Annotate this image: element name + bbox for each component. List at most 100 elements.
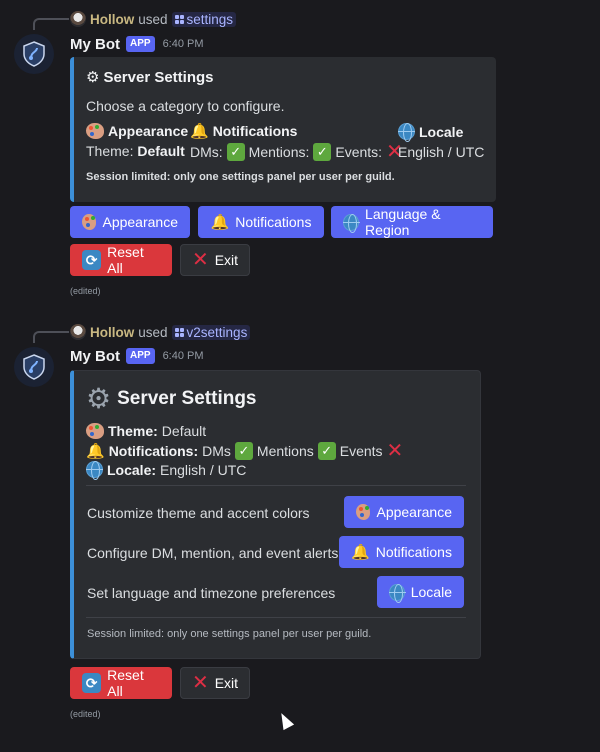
bot-name[interactable]: My Bot bbox=[70, 347, 120, 365]
field-appearance: Appearance Theme: Default bbox=[86, 123, 188, 159]
notifications-button-label: Notifications bbox=[375, 544, 452, 560]
events-label: Events: bbox=[335, 144, 383, 160]
bot-avatar[interactable] bbox=[14, 34, 54, 74]
appearance-button-label: Appearance bbox=[102, 214, 178, 230]
refresh-icon: ⟳ bbox=[82, 673, 102, 693]
field-locale-name: Locale bbox=[419, 123, 464, 140]
embed-title: ⚙ Server Settings bbox=[86, 69, 214, 86]
mentions-label: Mentions: bbox=[248, 144, 310, 160]
reply-username[interactable]: Hollow bbox=[90, 11, 135, 27]
locale-button-label: Locale bbox=[410, 584, 452, 600]
reply-connector bbox=[33, 331, 69, 343]
section-locale-text: Set language and timezone preferences bbox=[87, 585, 336, 601]
mentions-label: Mentions bbox=[256, 443, 314, 459]
palette-icon bbox=[86, 123, 104, 139]
message-header: My Bot APP 6:40 PM bbox=[70, 34, 204, 54]
notifications-button[interactable]: 🔔 Notifications bbox=[198, 206, 324, 238]
close-icon: ✕ bbox=[191, 249, 209, 271]
user-avatar[interactable] bbox=[70, 324, 86, 340]
reply-used-text: used bbox=[138, 11, 168, 27]
reply-username[interactable]: Hollow bbox=[90, 324, 135, 340]
notifications-line: 🔔 Notifications: DMs ✓ Mentions ✓ Events… bbox=[86, 440, 404, 462]
check-icon: ✓ bbox=[226, 143, 245, 161]
exit-button[interactable]: ✕ Exit bbox=[180, 667, 250, 699]
locale-value: English / UTC bbox=[160, 461, 247, 478]
app-badge: APP bbox=[126, 348, 155, 364]
command-icon bbox=[174, 327, 184, 337]
embed-title-text: Server Settings bbox=[103, 69, 214, 86]
reset-all-button-label: Reset All bbox=[107, 244, 144, 276]
globe-icon bbox=[86, 461, 103, 480]
slash-command-mention[interactable]: settings bbox=[171, 11, 237, 27]
globe-icon bbox=[343, 213, 361, 233]
notifications-button-label: Notifications bbox=[235, 214, 312, 230]
language-region-button[interactable]: Language & Region bbox=[331, 206, 493, 238]
exit-button-label: Exit bbox=[214, 675, 239, 691]
user-avatar[interactable] bbox=[70, 11, 86, 27]
edited-label: (edited) bbox=[70, 286, 101, 296]
settings-container: ⚙ Server Settings Theme: Default 🔔 Notif… bbox=[70, 370, 481, 659]
dms-label: DMs bbox=[202, 443, 231, 459]
theme-value: Default bbox=[161, 423, 207, 439]
command-name: v2settings bbox=[186, 324, 248, 340]
bell-icon: 🔔 bbox=[190, 121, 209, 140]
command-name: settings bbox=[186, 11, 234, 27]
globe-icon bbox=[398, 123, 415, 142]
settings-embed: ⚙ Server Settings Choose a category to c… bbox=[70, 57, 496, 202]
check-icon: ✓ bbox=[234, 442, 253, 460]
reply-context[interactable]: Hollow used settings bbox=[70, 9, 237, 29]
palette-icon bbox=[86, 423, 104, 439]
notifications-label: Notifications: bbox=[108, 443, 199, 459]
notifications-button[interactable]: 🔔 Notifications bbox=[339, 536, 464, 568]
edited-label: (edited) bbox=[70, 709, 101, 719]
locale-line: Locale: English / UTC bbox=[86, 461, 247, 480]
bell-icon: 🔔 bbox=[86, 441, 105, 460]
message-settings: Hollow used settings My Bot APP 6:40 PM … bbox=[0, 0, 600, 300]
reset-all-button[interactable]: ⟳ Reset All bbox=[70, 667, 172, 699]
app-badge: APP bbox=[126, 36, 155, 52]
reply-used-text: used bbox=[138, 324, 168, 340]
cross-icon: ✕ bbox=[386, 440, 404, 462]
container-title: ⚙ Server Settings bbox=[86, 385, 257, 413]
container-title-text: Server Settings bbox=[117, 388, 257, 409]
theme-label: Theme: bbox=[86, 143, 134, 159]
theme-value: Default bbox=[137, 143, 185, 159]
globe-icon bbox=[389, 583, 406, 603]
reset-all-button[interactable]: ⟳ Reset All bbox=[70, 244, 172, 276]
divider bbox=[86, 485, 466, 486]
locale-button[interactable]: Locale bbox=[377, 576, 464, 608]
events-label: Events bbox=[339, 443, 383, 459]
divider bbox=[86, 617, 466, 618]
shield-icon bbox=[23, 354, 45, 380]
reply-connector bbox=[33, 18, 69, 30]
container-footer: Session limited: only one settings panel… bbox=[87, 628, 372, 640]
exit-button-label: Exit bbox=[214, 252, 239, 268]
gear-icon: ⚙ bbox=[86, 383, 112, 414]
reply-context[interactable]: Hollow used v2settings bbox=[70, 322, 251, 342]
locale-value: English / UTC bbox=[398, 144, 485, 160]
theme-label: Theme: bbox=[108, 423, 158, 439]
theme-line: Theme: Default bbox=[86, 423, 206, 439]
appearance-button[interactable]: Appearance bbox=[70, 206, 190, 238]
appearance-button[interactable]: Appearance bbox=[344, 496, 464, 528]
locale-label: Locale: bbox=[107, 461, 157, 478]
close-icon: ✕ bbox=[191, 672, 209, 694]
embed-description: Choose a category to configure. bbox=[86, 98, 285, 114]
slash-command-mention[interactable]: v2settings bbox=[171, 324, 251, 340]
bot-avatar[interactable] bbox=[14, 347, 54, 387]
section-notifications-text: Configure DM, mention, and event alerts bbox=[87, 545, 339, 561]
timestamp: 6:40 PM bbox=[162, 38, 204, 50]
section-appearance-text: Customize theme and accent colors bbox=[87, 505, 310, 521]
appearance-button-label: Appearance bbox=[376, 504, 452, 520]
shield-icon bbox=[23, 41, 45, 67]
bell-icon: 🔔 bbox=[210, 212, 230, 231]
field-notifications: 🔔 Notifications DMs: ✓ Mentions: ✓ Event… bbox=[190, 121, 403, 162]
palette-icon bbox=[356, 504, 371, 520]
gear-icon: ⚙ bbox=[86, 68, 100, 86]
bot-name[interactable]: My Bot bbox=[70, 35, 120, 53]
bell-icon: 🔔 bbox=[351, 542, 370, 561]
exit-button[interactable]: ✕ Exit bbox=[180, 244, 250, 276]
field-notifications-name: Notifications bbox=[212, 123, 298, 139]
command-icon bbox=[174, 14, 184, 24]
dms-label: DMs: bbox=[190, 144, 223, 160]
